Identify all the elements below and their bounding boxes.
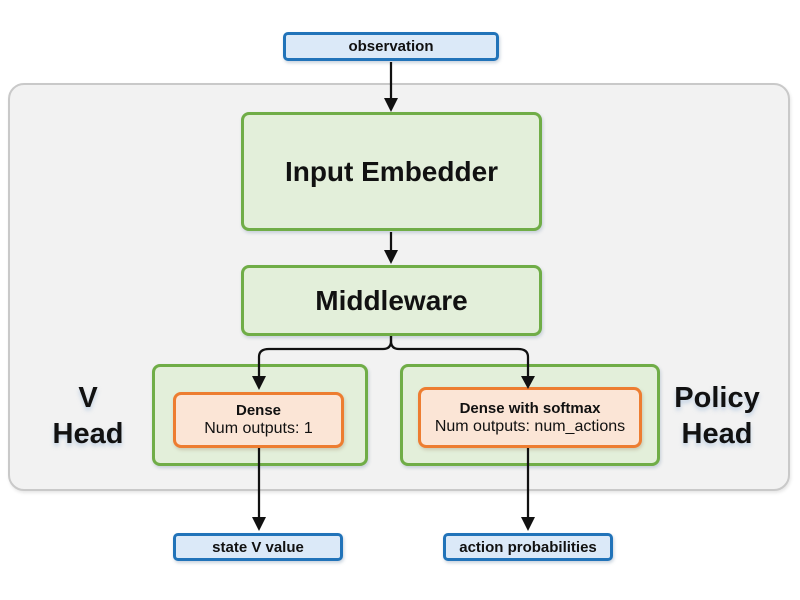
observation-node: observation xyxy=(283,32,499,61)
policy-dense-title: Dense with softmax xyxy=(459,399,601,417)
middleware-label: Middleware xyxy=(315,284,468,316)
state-v-value-node: state V value xyxy=(173,533,343,561)
policy-head-label: Policy Head xyxy=(659,380,775,452)
v-head-label-line1: V xyxy=(78,382,98,414)
observation-label: observation xyxy=(348,38,434,55)
v-head-label: V Head xyxy=(30,380,146,452)
input-embedder-label: Input Embedder xyxy=(284,155,499,187)
policy-head-label-line2: Head xyxy=(681,418,753,450)
policy-head-label-line1: Policy xyxy=(674,382,760,414)
v-head-label-line2: Head xyxy=(52,418,124,450)
middleware-node: Middleware xyxy=(241,265,542,336)
v-dense-subtitle: Num outputs: 1 xyxy=(204,420,313,437)
action-probabilities-node: action probabilities xyxy=(443,533,613,561)
state-v-value-label: state V value xyxy=(212,538,304,556)
policy-head-dense-node: Dense with softmax Num outputs: num_acti… xyxy=(418,387,642,448)
policy-dense-subtitle: Num outputs: num_actions xyxy=(434,417,626,435)
input-embedder-node: Input Embedder xyxy=(241,112,542,231)
action-probabilities-label: action probabilities xyxy=(459,538,597,556)
v-head-dense-node: Dense Num outputs: 1 xyxy=(173,392,344,448)
v-dense-title: Dense xyxy=(235,402,282,419)
